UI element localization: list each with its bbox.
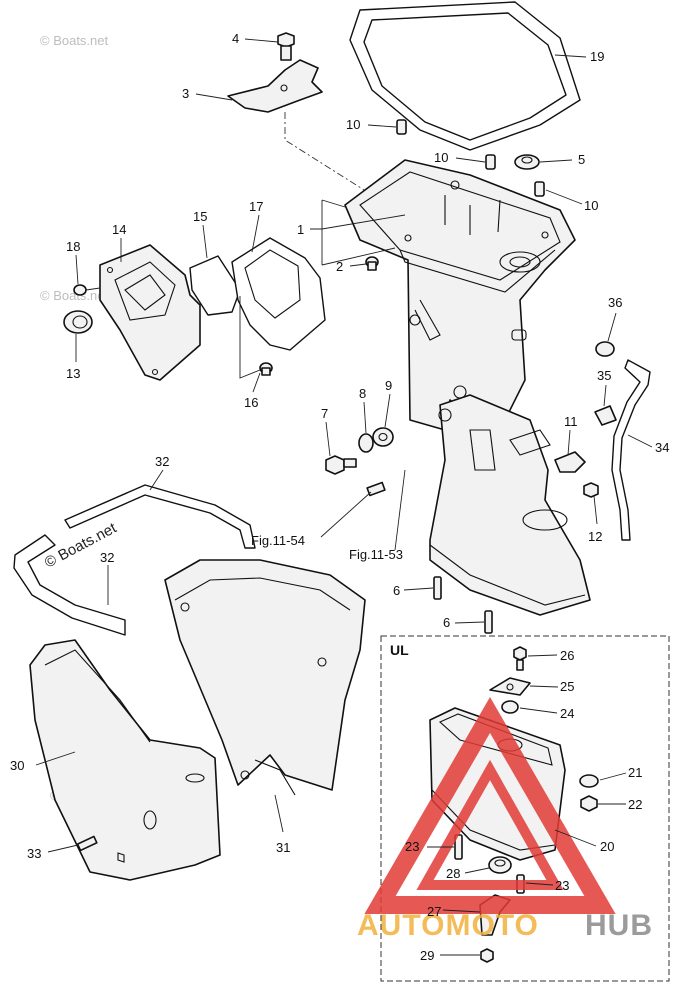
callout-number: 7	[321, 406, 328, 421]
tube-part-34[interactable]	[611, 359, 651, 541]
upper-casing-part-1[interactable]	[344, 159, 576, 431]
inset-label: UL	[390, 642, 409, 658]
callout-number: 32	[100, 550, 114, 565]
callout-number: 31	[276, 840, 290, 855]
nut-part-22[interactable]	[580, 795, 598, 812]
callout-number: 19	[590, 49, 604, 64]
dowel-part-10[interactable]	[396, 119, 407, 135]
figure-reference[interactable]: Fig.11-54	[251, 533, 305, 548]
automotohub-logo: AUTOMOTO HUB	[357, 697, 653, 942]
figure-reference[interactable]: Fig.11-53	[349, 547, 403, 562]
callout-labels: 4 3 19 10 10 5 10 1 2 14 15 17 18 13 16 …	[10, 31, 669, 963]
callout-number: 16	[244, 395, 258, 410]
plate-part-25[interactable]	[489, 677, 531, 696]
gasket-part-17[interactable]	[231, 237, 326, 351]
callout-number: 18	[66, 239, 80, 254]
watermark-text: © Boats.net	[40, 33, 109, 48]
washer-part-8[interactable]	[358, 433, 374, 453]
bolt-part-18[interactable]	[73, 284, 101, 296]
callout-number: 6	[443, 615, 450, 630]
stud-part-6[interactable]	[484, 610, 493, 634]
grommet-part-35[interactable]	[594, 405, 617, 426]
callout-number: 14	[112, 222, 126, 237]
seal-part-32[interactable]	[64, 484, 256, 549]
callout-number: 1	[297, 222, 304, 237]
stud-part-6[interactable]	[433, 576, 442, 600]
callout-number: 21	[628, 765, 642, 780]
callout-number: 20	[600, 839, 614, 854]
screw-part-33[interactable]	[76, 835, 98, 852]
figure-references: Fig.11-54 Fig.11-53	[251, 533, 403, 562]
callout-number: 29	[420, 948, 434, 963]
watermark-text: © Boats.net	[40, 288, 109, 303]
lower-casing[interactable]	[429, 394, 591, 616]
callout-number: 33	[27, 846, 41, 861]
apron-part-30[interactable]	[29, 639, 221, 881]
cover-part-14[interactable]	[99, 244, 201, 381]
callout-number: 11	[564, 414, 578, 429]
plug-part-36[interactable]	[595, 341, 615, 357]
callout-number: 27	[427, 904, 441, 919]
leader-lines	[35, 38, 653, 956]
grommet-part-28[interactable]	[488, 856, 512, 874]
bolt-part-7[interactable]	[325, 455, 357, 475]
callout-number: 28	[446, 866, 460, 881]
callout-number: 32	[155, 454, 169, 469]
callout-number: 10	[434, 150, 448, 165]
callout-number: 23	[405, 839, 419, 854]
callout-number: 6	[393, 583, 400, 598]
seal-part-19[interactable]	[349, 1, 581, 151]
washer-part-9[interactable]	[372, 427, 394, 447]
callout-number: 13	[66, 366, 80, 381]
bolt-part-29[interactable]	[480, 948, 494, 963]
callout-number: 22	[628, 797, 642, 812]
logo-text-auto: AUTOMOTO	[357, 909, 539, 942]
callout-number: 30	[10, 758, 24, 773]
callout-number: 10	[584, 198, 598, 213]
callout-number: 34	[655, 440, 669, 455]
callout-number: 26	[560, 648, 574, 663]
callout-number: 23	[555, 878, 569, 893]
bolt-part-2[interactable]	[365, 256, 379, 271]
callout-number: 3	[182, 86, 189, 101]
bushing-part-24[interactable]	[501, 700, 519, 714]
washer-part-21[interactable]	[579, 774, 599, 788]
grommet-part-13[interactable]	[63, 310, 93, 334]
dowel-part-10[interactable]	[534, 181, 545, 197]
callout-number: 9	[385, 378, 392, 393]
callout-number: 36	[608, 295, 622, 310]
callout-number: 35	[597, 368, 611, 383]
callout-number: 17	[249, 199, 263, 214]
logo-text-hub: HUB	[585, 909, 653, 942]
callout-number: 5	[578, 152, 585, 167]
callout-number: 4	[232, 31, 239, 46]
callout-number: 15	[193, 209, 207, 224]
seal-part-32[interactable]	[13, 534, 126, 636]
stud-fig-11-54[interactable]	[366, 481, 386, 497]
apron-part-31[interactable]	[164, 559, 366, 796]
grommet-part-5[interactable]	[514, 154, 540, 170]
bolt-part-12[interactable]	[583, 482, 599, 498]
callout-number: 10	[346, 117, 360, 132]
dowel-part-10[interactable]	[485, 154, 496, 170]
plate-part-3[interactable]	[227, 59, 323, 113]
callout-number: 24	[560, 706, 574, 721]
gasket-part-15[interactable]	[189, 255, 241, 316]
bolt-part-26[interactable]	[513, 646, 527, 671]
bolt-part-16[interactable]	[259, 362, 273, 376]
callout-number: 12	[588, 529, 602, 544]
callout-number: 8	[359, 386, 366, 401]
bracket-part-11[interactable]	[554, 451, 586, 473]
callout-number: 2	[336, 259, 343, 274]
callout-number: 25	[560, 679, 574, 694]
bolt-part-4[interactable]	[277, 32, 295, 61]
